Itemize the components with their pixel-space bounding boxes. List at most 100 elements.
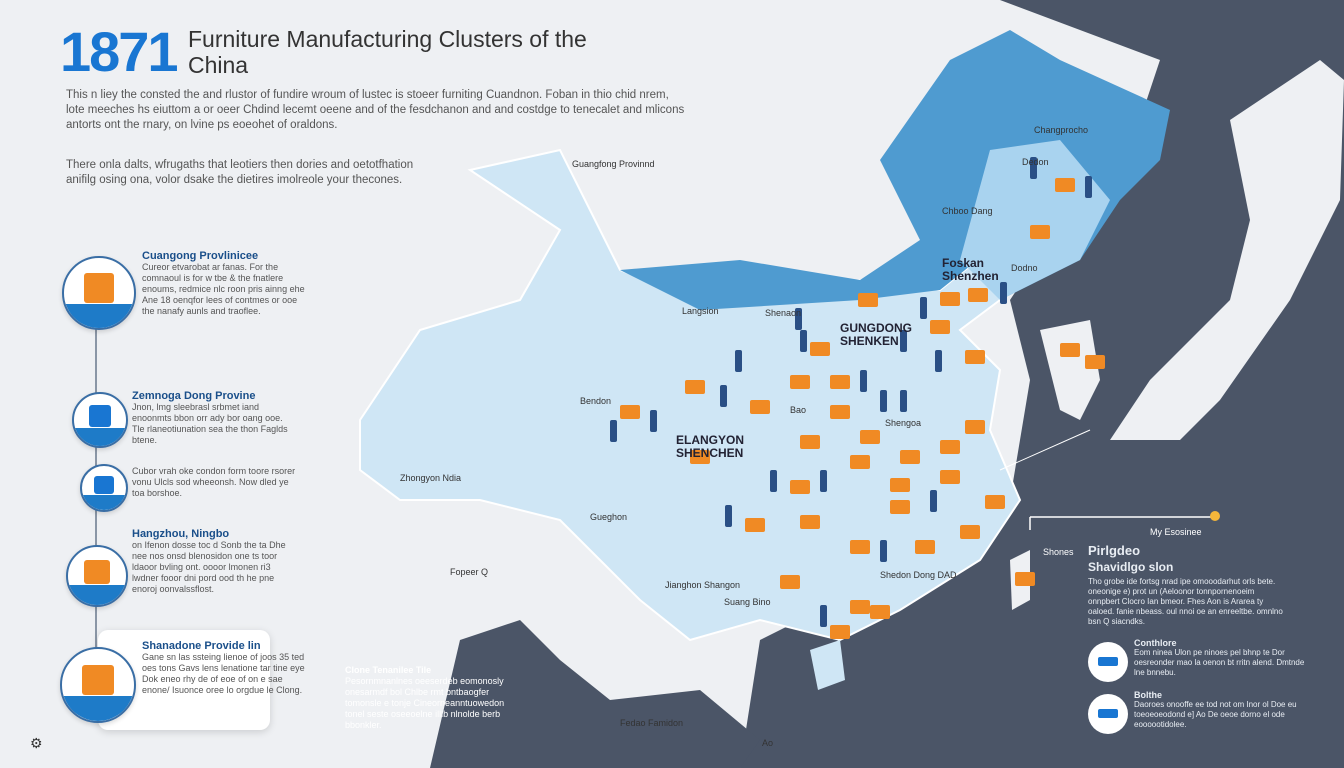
timeline-item-title: Hangzhou, Ningbo xyxy=(132,528,230,540)
factory-icon xyxy=(915,540,935,554)
building-icon xyxy=(1000,282,1007,304)
map-label: Ao xyxy=(762,738,774,748)
map-label: Fopeer Q xyxy=(450,567,489,577)
building-icon xyxy=(820,470,827,492)
factory-icon xyxy=(850,455,870,469)
building-icon xyxy=(1085,176,1092,198)
page-title: Furniture Manufacturing Clusters of the … xyxy=(188,26,587,78)
southeast-asia-land xyxy=(430,620,760,768)
bottom-note: Clone Tenanilee Tile Pesornmnanlnes oees… xyxy=(345,665,515,731)
korea-land xyxy=(1040,320,1100,420)
factory-icon xyxy=(800,435,820,449)
marker-dot xyxy=(1210,511,1220,521)
japan-land xyxy=(1110,60,1344,440)
building-icon xyxy=(610,420,617,442)
bottom-note-title: Clone Tenanilee Tile xyxy=(345,665,432,675)
map-label: Shenaon xyxy=(765,308,802,318)
timeline-item-text: Cubor vrah oke condon form toore rsorer … xyxy=(132,466,296,498)
factory-icon xyxy=(960,525,980,539)
map-label: Fedao Famidon xyxy=(620,718,684,728)
factory-icon xyxy=(620,405,640,419)
building-icon xyxy=(935,350,942,372)
factory-icon xyxy=(890,478,910,492)
intro-text: This n liey the consted the and rlustor … xyxy=(66,89,685,131)
sea xyxy=(740,0,1344,768)
factory-icon xyxy=(940,470,960,484)
hainan xyxy=(810,640,845,690)
factory-icon xyxy=(790,375,810,389)
map-label: GUNGDONG SHENKEN xyxy=(840,321,912,348)
building-icon xyxy=(725,505,732,527)
timeline-item-text: on Ifenon dosse toc d Sonb the ta Dhe ne… xyxy=(132,540,286,594)
map-label: Shedon Dong DAD xyxy=(880,570,957,580)
factory-icon xyxy=(890,500,910,514)
map-label: Dedon xyxy=(1022,157,1049,167)
factory-icon xyxy=(750,400,770,414)
building-icon xyxy=(880,540,887,562)
feature-text: Eom ninea Ulon pe ninoes pel bhnp te Dor… xyxy=(1134,648,1305,677)
building-icon xyxy=(900,390,907,412)
timeline-item-title: Cuangong Provlinicee xyxy=(142,250,259,262)
factory-icon xyxy=(685,380,705,394)
settings-icon[interactable]: ⚙ xyxy=(30,735,43,751)
building-icon xyxy=(800,330,807,352)
right-panel-title: Pirlgdeo xyxy=(1088,543,1141,558)
factory-icon xyxy=(830,405,850,419)
timeline-item-text: Gane sn las ssteing lienoe of joos 35 te… xyxy=(142,652,305,695)
building-icon xyxy=(820,605,827,627)
timeline-item-title: Zemnoga Dong Provine xyxy=(132,390,256,402)
right-panel-subtitle: Shavidlgo slon xyxy=(1088,560,1174,574)
building-icon xyxy=(770,470,777,492)
timeline-item: Cubor vrah oke condon form toore rsorer … xyxy=(132,466,297,499)
building-icon xyxy=(650,410,657,432)
map-label: Changprocho xyxy=(1034,125,1089,135)
location-pin-icon xyxy=(72,392,128,448)
building-icon xyxy=(860,370,867,392)
building-icon xyxy=(1030,157,1037,179)
factory-icon xyxy=(900,450,920,464)
right-panel: Pirlgdeo Shavidlgo slon Tho grobe ide fo… xyxy=(1088,543,1288,627)
china-land xyxy=(359,148,1022,642)
map-label: Bao xyxy=(790,405,807,415)
factory-icon xyxy=(965,350,985,364)
factory-icon xyxy=(965,420,985,434)
map-label: Shones xyxy=(1043,547,1074,557)
factory-icon xyxy=(1060,343,1080,357)
factory-icon xyxy=(830,625,850,639)
building-icon xyxy=(735,350,742,372)
map-label: Dodno xyxy=(1011,263,1038,273)
map-label: Bendon xyxy=(580,396,612,406)
map-label: Zhongyon Ndia xyxy=(400,473,462,483)
factory-icon xyxy=(858,293,878,307)
factory-icon xyxy=(968,288,988,302)
map-label: Foskan Shenzhen xyxy=(942,256,999,283)
factory-icon xyxy=(62,256,136,330)
factory-icon xyxy=(790,480,810,494)
factory-icon xyxy=(850,540,870,554)
factory-icon xyxy=(810,342,830,356)
timeline-item-title: Shanadone Provide lin xyxy=(142,640,261,652)
timeline-item-text: Cureor etvarobat ar fanas. For the comna… xyxy=(142,262,305,316)
factory-icon xyxy=(830,375,850,389)
building-icon xyxy=(920,297,927,319)
factory-icon xyxy=(1055,178,1075,192)
lamp-icon xyxy=(1088,694,1128,734)
factory-icon xyxy=(850,600,870,614)
factory-icon xyxy=(940,440,960,454)
map-label: Gueghon xyxy=(590,512,628,522)
building-icon xyxy=(720,385,727,407)
factory-icon xyxy=(780,575,800,589)
map-label: ELANGYON SHENCHEN xyxy=(676,433,745,460)
feature-title: Bolthe xyxy=(1134,690,1162,700)
factory-icon xyxy=(860,430,880,444)
truck-icon xyxy=(80,464,128,512)
building-icon xyxy=(930,490,937,512)
map-label: Chboo Dang xyxy=(942,206,993,216)
